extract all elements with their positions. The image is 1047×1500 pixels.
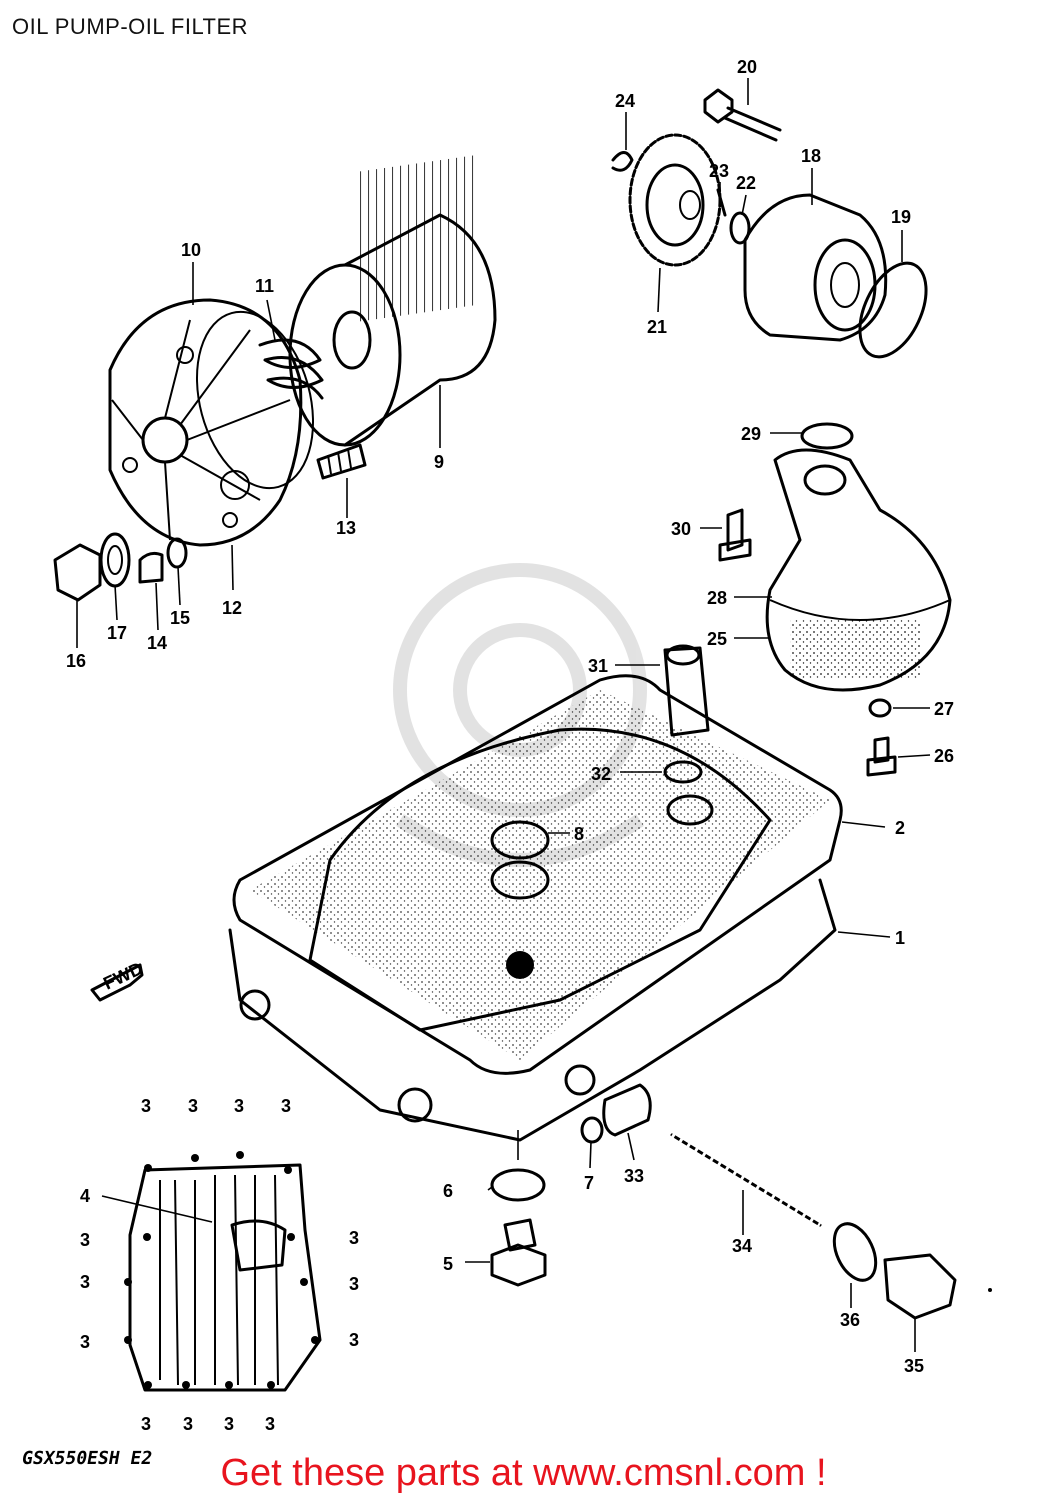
callout-11: 11	[255, 276, 274, 296]
callout-9: 9	[434, 452, 444, 472]
callout-16: 16	[66, 651, 86, 671]
oil-pan-gasket	[232, 674, 843, 1075]
filter-spring	[258, 338, 324, 400]
callout-3: 3	[349, 1228, 359, 1248]
pan-bolt-washer	[866, 698, 897, 777]
callout-35: 35	[904, 1356, 924, 1376]
stud-bolt	[316, 443, 367, 480]
callout-14: 14	[147, 633, 167, 653]
callout-3: 3	[80, 1272, 90, 1292]
callout-34: 34	[732, 1236, 752, 1256]
callout-3: 3	[80, 1332, 90, 1352]
callout-7: 7	[584, 1173, 594, 1193]
callout-3: 3	[349, 1330, 359, 1350]
pump-bolt	[703, 88, 782, 142]
callout-12: 12	[222, 598, 242, 618]
callout-3: 3	[188, 1096, 198, 1116]
callout-26: 26	[934, 746, 954, 766]
oil-pan-bottom-view	[124, 1151, 322, 1392]
callout-22: 22	[736, 173, 756, 193]
callout-3: 3	[141, 1414, 151, 1434]
callout-10: 10	[181, 240, 201, 260]
oil-filter-element	[288, 154, 497, 447]
callout-20: 20	[737, 57, 757, 77]
oil-strainer	[765, 422, 952, 692]
oil-pump-body	[743, 193, 928, 359]
callout-3: 3	[349, 1274, 359, 1294]
oil-pump-gear	[628, 133, 722, 267]
callout-15: 15	[170, 608, 190, 628]
callout-1: 1	[895, 928, 905, 948]
callout-27: 27	[934, 699, 954, 719]
callout-21: 21	[647, 317, 667, 337]
callout-8: 8	[574, 824, 584, 844]
oil-pan	[228, 727, 837, 1142]
pan-fittings	[490, 1083, 957, 1320]
callout-31: 31	[588, 656, 608, 676]
callout-3: 3	[80, 1230, 90, 1250]
front-direction-arrow	[90, 963, 144, 1002]
pump-pin-washer	[611, 151, 751, 245]
callout-25: 25	[707, 629, 727, 649]
callout-29: 29	[741, 424, 761, 444]
page-title: OIL PUMP-OIL FILTER	[12, 14, 249, 39]
drain-plug-parts	[53, 532, 188, 602]
callout-18: 18	[801, 146, 821, 166]
promo-link-text[interactable]: Get these parts at www.cmsnl.com !	[220, 1452, 827, 1494]
callout-19: 19	[891, 207, 911, 227]
callout-3: 3	[234, 1096, 244, 1116]
callout-5: 5	[443, 1254, 453, 1274]
callout-6: 6	[443, 1181, 453, 1201]
stray-dot	[988, 1288, 992, 1292]
callout-32: 32	[591, 764, 611, 784]
callout-24: 24	[615, 91, 635, 111]
callout-3: 3	[265, 1414, 275, 1434]
callout-4: 4	[80, 1186, 90, 1206]
callout-3: 3	[183, 1414, 193, 1434]
callout-23: 23	[709, 161, 729, 181]
callout-30: 30	[671, 519, 691, 539]
callout-33: 33	[624, 1166, 644, 1186]
strainer-bolt	[718, 508, 752, 562]
callout-36: 36	[840, 1310, 860, 1330]
callout-17: 17	[107, 623, 127, 643]
filter-o-ring	[195, 310, 315, 490]
callout-13: 13	[336, 518, 356, 538]
callout-3: 3	[141, 1096, 151, 1116]
callout-3: 3	[281, 1096, 291, 1116]
callout-3: 3	[224, 1414, 234, 1434]
leader-lines	[76, 78, 931, 1352]
callout-28: 28	[707, 588, 727, 608]
callout-labels: 1 2 3 3 3 3 3 3 3 3 3 3 3 3 3 3 4 5 6 7 …	[66, 57, 954, 1434]
callout-2: 2	[895, 818, 905, 838]
